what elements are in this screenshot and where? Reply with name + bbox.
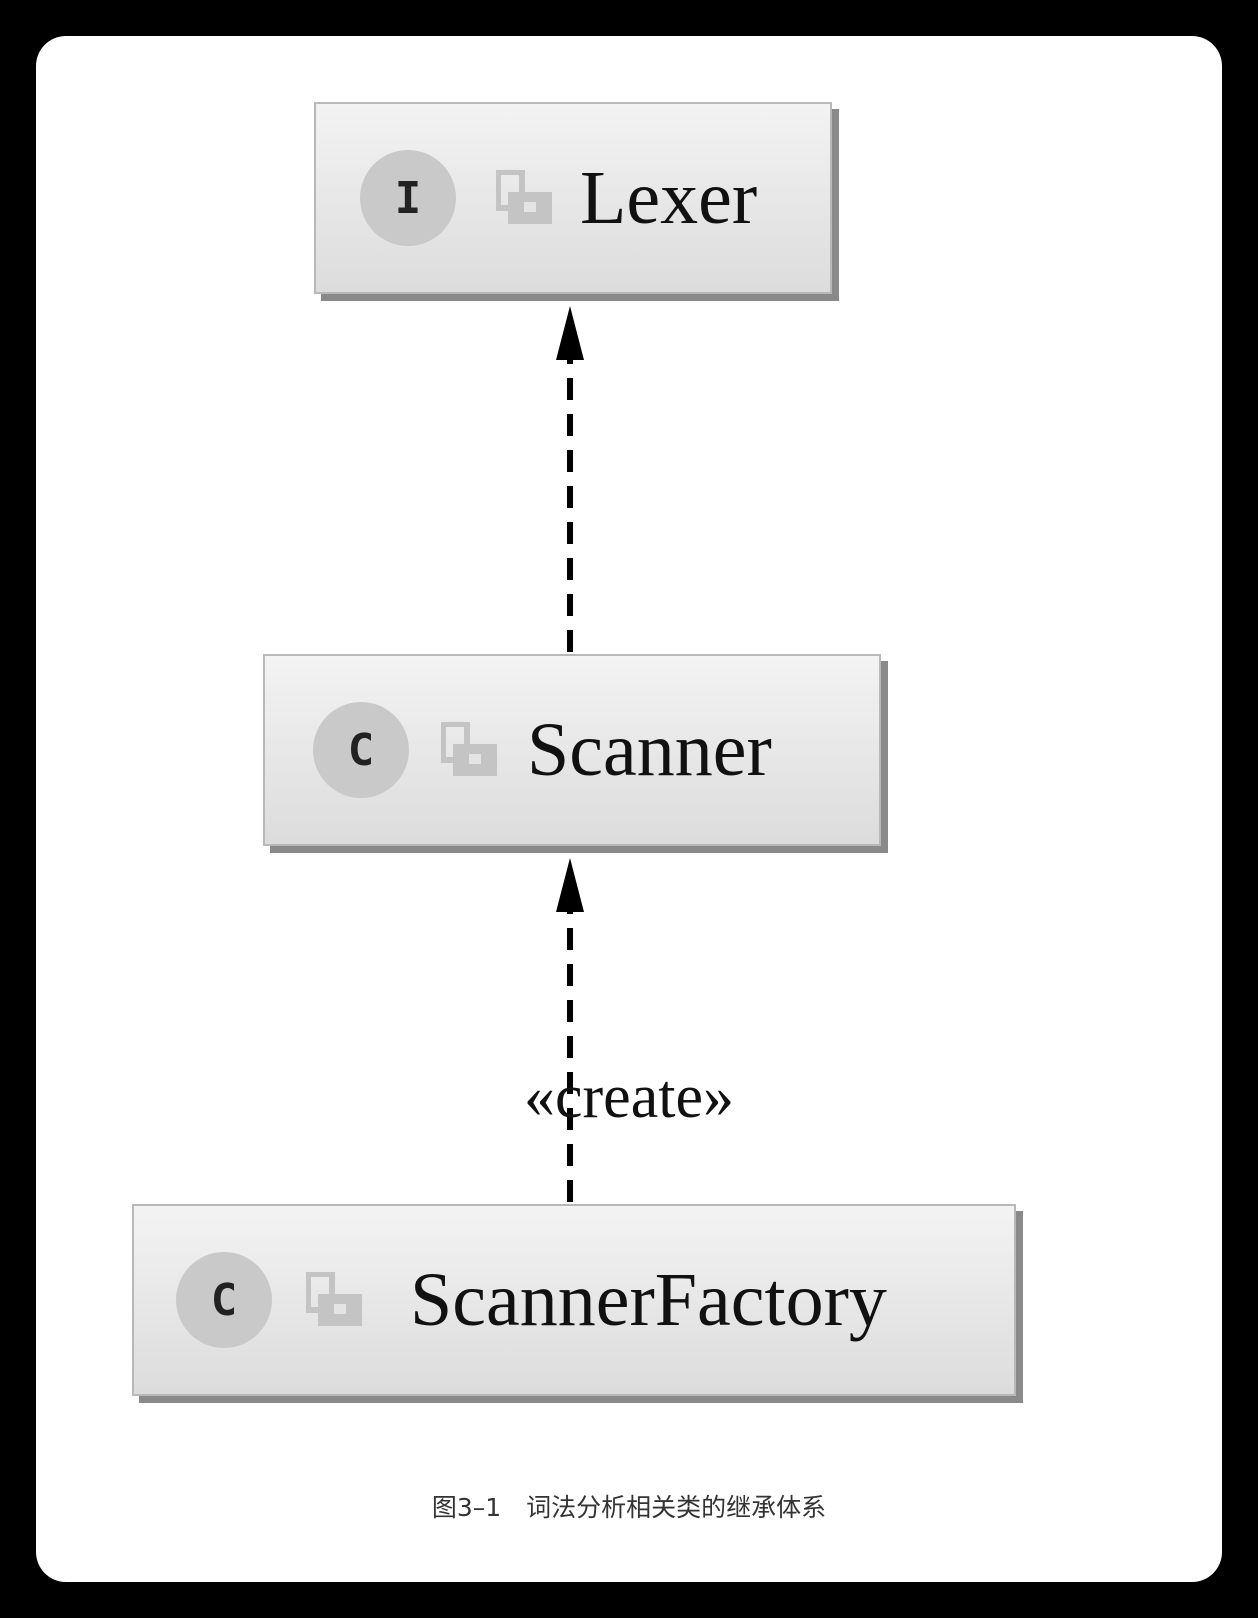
lock-icon <box>496 170 552 224</box>
figure-caption: 图3–1 词法分析相关类的继承体系 <box>431 1493 827 1522</box>
arrowhead-lexer <box>556 306 584 360</box>
node-label-scanner: Scanner <box>527 708 772 792</box>
edges-layer <box>556 306 584 1202</box>
node-lexer[interactable]: I Lexer <box>314 102 832 294</box>
edge-label-create: «create» <box>524 1063 734 1131</box>
arrowhead-scanner <box>556 858 584 912</box>
node-label-lexer: Lexer <box>580 156 758 240</box>
class-icon: C <box>176 1252 272 1348</box>
lock-icon <box>441 722 497 776</box>
node-scanner[interactable]: C Scanner <box>263 654 881 846</box>
diagram-card: I Lexer C Scanner C ScannerFactory «crea… <box>36 36 1222 1582</box>
class-icon: C <box>313 702 409 798</box>
lock-icon <box>306 1272 362 1326</box>
interface-icon: I <box>360 150 456 246</box>
node-label-scanner-factory: ScannerFactory <box>410 1258 887 1342</box>
node-scanner-factory[interactable]: C ScannerFactory <box>132 1204 1016 1396</box>
